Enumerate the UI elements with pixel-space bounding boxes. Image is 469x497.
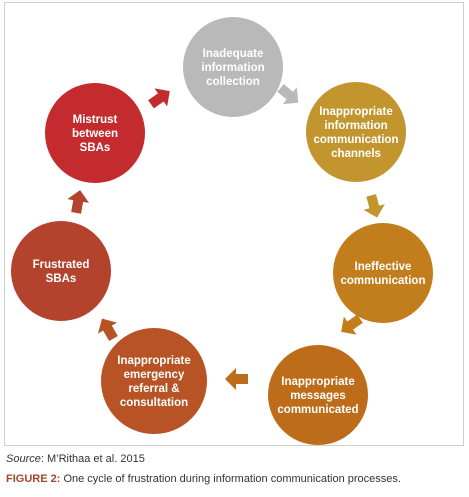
cycle-node-circle bbox=[45, 83, 145, 183]
cycle-arrow-4 bbox=[225, 368, 248, 390]
cycle-node-label: information bbox=[201, 62, 264, 74]
cycle-node-label: messages bbox=[290, 390, 346, 402]
cycle-node-label: Inadequate bbox=[203, 48, 264, 60]
cycle-arrow-6 bbox=[67, 190, 90, 214]
cycle-node-label: information bbox=[324, 120, 387, 132]
cycle-node-label: communication bbox=[314, 134, 399, 146]
cycle-node-label: between bbox=[72, 128, 118, 140]
cycle-node-label: consultation bbox=[120, 397, 188, 409]
cycle-arrow-1 bbox=[277, 84, 299, 105]
cycle-arrow-7 bbox=[148, 88, 170, 109]
cycle-node-label: Ineffective bbox=[355, 261, 412, 273]
cycle-node-circle bbox=[183, 17, 283, 117]
cycle-node-circle bbox=[101, 328, 207, 434]
cycle-node-label: channels bbox=[331, 148, 381, 160]
cycle-node-label: SBAs bbox=[46, 273, 77, 285]
cycle-node-circle bbox=[306, 82, 406, 182]
cycle-node-circle bbox=[11, 221, 111, 321]
cycle-node-1: Inadequate information collection bbox=[183, 17, 283, 117]
cycle-node-label: Inappropriate bbox=[319, 106, 392, 118]
cycle-node-5: Inappropriate emergency referral & consulta… bbox=[101, 328, 207, 434]
source-label: Source bbox=[6, 453, 41, 465]
source-text: : M’Rithaa et al. 2015 bbox=[40, 453, 145, 465]
cycle-arrow-2 bbox=[363, 194, 385, 218]
caption-text: One cycle of frustration during informat… bbox=[60, 473, 401, 485]
cycle-node-label: communication bbox=[341, 275, 426, 287]
cycle-arrow-5 bbox=[97, 318, 118, 342]
caption-label: FIGURE 2: bbox=[6, 473, 61, 485]
cycle-node-2: Inappropriate information communication cha… bbox=[306, 82, 406, 182]
cycle-node-label: Inappropriate bbox=[281, 376, 354, 388]
cycle-node-label: Inappropriate bbox=[117, 355, 190, 367]
cycle-node-label: emergency bbox=[124, 369, 185, 381]
cycle-node-circle bbox=[333, 223, 433, 323]
source-line: Source: M’Rithaa et al. 2015 bbox=[6, 453, 145, 465]
cycle-node-label: Frustrated bbox=[33, 259, 90, 271]
cycle-arrow-3 bbox=[341, 314, 363, 335]
cycle-node-label: Mistrust bbox=[73, 114, 118, 126]
cycle-node-circle bbox=[268, 345, 368, 445]
cycle-node-label: referral & bbox=[128, 383, 179, 395]
cycle-node-3: Ineffective communication bbox=[333, 223, 433, 323]
cycle-node-4: Inappropriate messages communicated bbox=[268, 345, 368, 445]
cycle-node-label: communicated bbox=[277, 404, 358, 416]
cycle-node-label: SBAs bbox=[80, 142, 111, 154]
cycle-diagram: Inadequate information collectionInappropr… bbox=[11, 17, 433, 445]
figure-caption: FIGURE 2: One cycle of frustration durin… bbox=[6, 473, 401, 485]
cycle-node-label: collection bbox=[206, 76, 260, 88]
